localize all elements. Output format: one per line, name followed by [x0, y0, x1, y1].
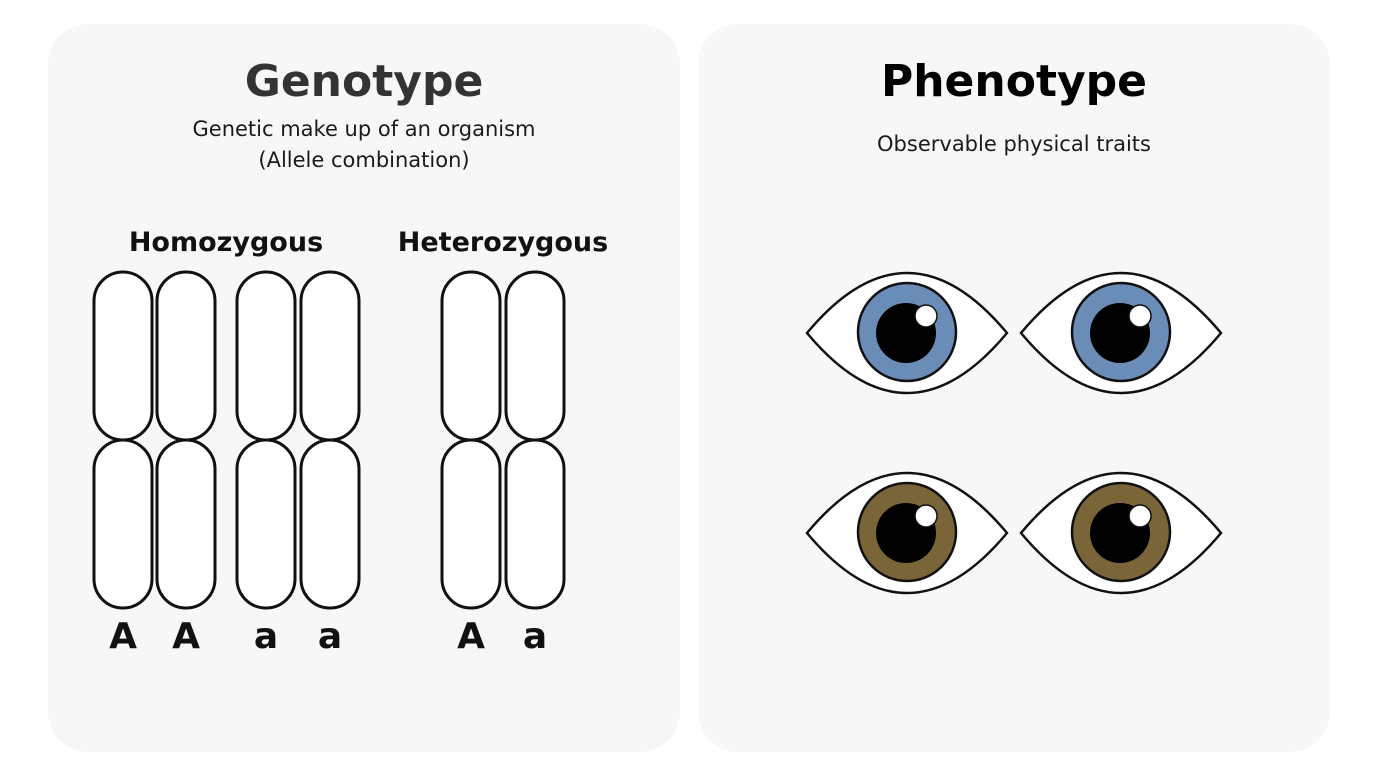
allele-label: A: [457, 616, 485, 657]
blue-eye-icon: [805, 271, 1009, 395]
chromatid-bottom: [504, 438, 566, 610]
brown-eye-icon: [1019, 471, 1223, 595]
highlight: [1128, 504, 1152, 528]
chromatid-top: [504, 270, 566, 442]
homozygous-label: Homozygous: [129, 227, 323, 258]
chromatid-bottom: [299, 438, 361, 610]
phenotype-subtitle: Observable physical traits: [877, 132, 1151, 156]
allele-label: A: [172, 616, 200, 657]
chromosome: A: [92, 270, 154, 657]
chromatid-top: [92, 270, 154, 442]
highlight: [1128, 304, 1152, 328]
genotype-subtitle-1: Genetic make up of an organism: [193, 117, 536, 141]
phenotype-title: Phenotype: [881, 56, 1147, 107]
chromosome: A: [440, 270, 502, 657]
chromosome: a: [299, 270, 361, 657]
chromatid-top: [235, 270, 297, 442]
genotype-title: Genotype: [245, 56, 484, 107]
chromatid-bottom: [155, 438, 217, 610]
allele-label: A: [109, 616, 137, 657]
chromosome: a: [504, 270, 566, 657]
chromatid-bottom: [440, 438, 502, 610]
chromatid-bottom: [92, 438, 154, 610]
allele-label: a: [523, 616, 547, 657]
allele-label: a: [318, 616, 342, 657]
chromatid-bottom: [235, 438, 297, 610]
heterozygous-label: Heterozygous: [398, 227, 608, 258]
brown-eye-icon: [805, 471, 1009, 595]
highlight: [914, 504, 938, 528]
highlight: [914, 304, 938, 328]
genotype-subtitle-2: (Allele combination): [258, 148, 469, 172]
allele-label: a: [254, 616, 278, 657]
eyes: [805, 271, 1223, 595]
chromosome: A: [155, 270, 217, 657]
chromatid-top: [440, 270, 502, 442]
chromosome: a: [235, 270, 297, 657]
chromatid-top: [155, 270, 217, 442]
chromatid-top: [299, 270, 361, 442]
blue-eye-icon: [1019, 271, 1223, 395]
